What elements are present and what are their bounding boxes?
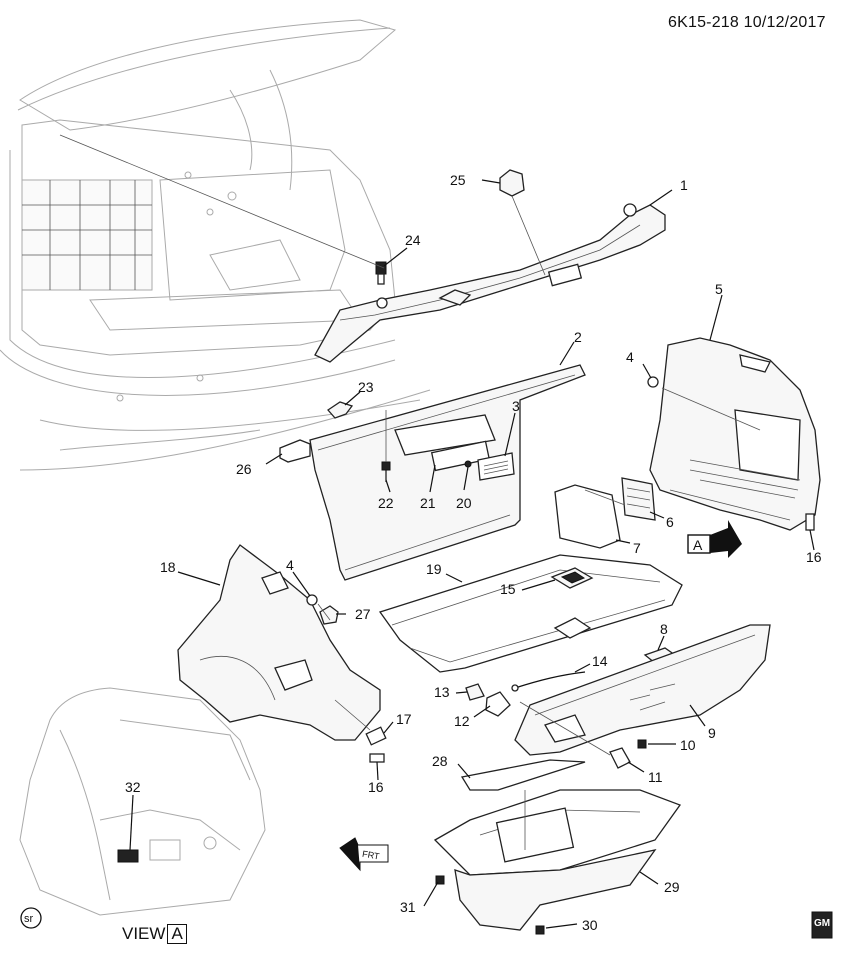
part-30-screw: [535, 925, 545, 935]
sr-badge-text: sr: [24, 913, 34, 925]
part-9-sill-plate: [514, 624, 771, 756]
part-11-grommet: [609, 747, 631, 769]
callout-14: 14: [592, 653, 608, 669]
callout-24: 24: [405, 232, 421, 248]
part-6-grille: [621, 477, 656, 521]
view-a-arrow: [687, 520, 742, 558]
callout-27: 27: [355, 606, 371, 622]
diagram-code-header: 6K15-218 10/12/2017: [668, 14, 826, 31]
view-a-prefix: VIEW: [122, 924, 166, 943]
callout-13: 13: [434, 684, 450, 700]
vehicle-trunk-outline: [0, 19, 431, 471]
part-4-retainer-right: [647, 376, 659, 388]
part-29-storage-tub: [433, 789, 682, 931]
part-28-mat: [460, 759, 586, 791]
callout-8: 8: [660, 621, 668, 637]
part-20-screw: [464, 460, 472, 468]
callout-2: 2: [574, 329, 582, 345]
callout-16a: 16: [806, 549, 822, 565]
callout-6: 6: [666, 514, 674, 530]
callout-32: 32: [125, 779, 141, 795]
callout-31: 31: [400, 899, 416, 915]
part-32-clip: [117, 849, 139, 863]
part-7-cover: [554, 484, 621, 549]
part-15-handle: [550, 567, 594, 589]
callout-23: 23: [358, 379, 374, 395]
callout-5: 5: [715, 281, 723, 297]
callout-29: 29: [664, 879, 680, 895]
part-17-bumper: [365, 726, 387, 746]
view-a-arrow-letter: A: [693, 537, 703, 553]
gm-logo: GM: [811, 911, 833, 939]
callout-28: 28: [432, 753, 448, 769]
front-arrow-text: FRT: [361, 849, 380, 862]
callout-12: 12: [454, 713, 470, 729]
part-2-front-panel: [309, 364, 586, 581]
callout-22: 22: [378, 495, 394, 511]
callout-16b: 16: [368, 779, 384, 795]
part-26-pad: [279, 439, 311, 463]
callout-3: 3: [512, 398, 520, 414]
callout-1: 1: [680, 177, 688, 193]
view-a-letter: A: [167, 924, 187, 944]
callout-17: 17: [396, 711, 412, 727]
callout-30: 30: [582, 917, 598, 933]
gm-logo-text: GM: [814, 918, 830, 929]
callout-26: 26: [236, 461, 252, 477]
callout-10: 10: [680, 737, 696, 753]
part-16-clip-left: [369, 753, 385, 763]
callout-21: 21: [420, 495, 436, 511]
callout-11: 11: [648, 769, 663, 785]
view-a-inset: [19, 687, 266, 916]
callout-4a: 4: [626, 349, 634, 365]
part-23-clip: [327, 401, 354, 419]
callout-19: 19: [426, 561, 442, 577]
callout-numbers: 1 2 3 4 5 4 6 7 8 9 10 11 12 13 14 15 16…: [125, 172, 822, 933]
part-27-clip: [319, 605, 339, 625]
part-31-clip: [435, 875, 445, 885]
part-12-grommet: [485, 691, 511, 717]
part-10-clip: [637, 739, 647, 749]
part-5-right-quarter-trim: [649, 337, 821, 531]
part-4-retainer-left: [306, 594, 318, 606]
leader-lines: [59, 134, 815, 929]
part-1-rear-shelf: [314, 203, 666, 363]
callout-25: 25: [450, 172, 466, 188]
part-14-strap: [514, 671, 586, 689]
callout-20: 20: [456, 495, 472, 511]
callout-4b: 4: [286, 557, 294, 573]
callout-7: 7: [633, 540, 641, 556]
callout-9: 9: [708, 725, 716, 741]
callout-15: 15: [500, 581, 516, 597]
part-25-clip: [499, 169, 525, 197]
part-16-clip-right: [805, 513, 815, 531]
sr-badge: sr: [20, 907, 42, 929]
part-19-floor-panel: [378, 554, 683, 673]
part-18-left-quarter-trim: [177, 544, 381, 741]
front-direction-arrow: [339, 837, 389, 872]
part-24-nut: [375, 261, 387, 285]
callout-18: 18: [160, 559, 176, 575]
part-13-clip: [465, 683, 485, 701]
